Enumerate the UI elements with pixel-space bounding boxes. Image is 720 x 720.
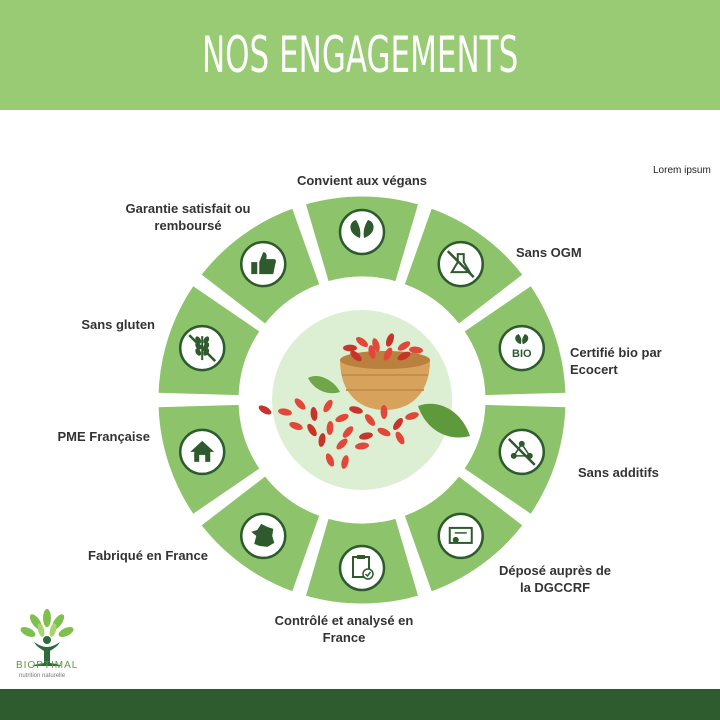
goji-berry (326, 421, 334, 435)
goji-berry (323, 399, 333, 413)
page-title: NOS ENGAGEMENTS (201, 26, 519, 84)
engagement-label: Convient aux végans (296, 173, 428, 188)
goji-berry (355, 442, 369, 450)
goji-berry (383, 347, 393, 361)
center-product-image (258, 310, 470, 490)
footer-bar (0, 689, 720, 720)
brand-name: BIOPTIMAL (16, 660, 79, 671)
gluten-free-wheat-icon (178, 324, 226, 372)
engagement-label: Sans gluten (81, 317, 155, 332)
engagement-label: Sans OGM (516, 245, 582, 260)
bio-leaf-icon: BIO (498, 324, 546, 372)
france-map-icon (240, 512, 287, 560)
title-banner: NOS ENGAGEMENTS (0, 0, 720, 110)
goji-berry (364, 414, 376, 426)
wooden-bowl (340, 360, 430, 410)
leaf-icon (338, 208, 386, 256)
goji-berry (385, 333, 395, 347)
goji-berry (342, 426, 354, 438)
house-icon (178, 428, 226, 476)
goji-berry (310, 407, 318, 421)
certificate-icon (437, 512, 484, 560)
goji-leaf (418, 403, 470, 438)
goji-berry (318, 433, 326, 447)
tree-logo-icon (20, 609, 74, 666)
goji-berry (258, 405, 272, 415)
goji-leaf (308, 375, 340, 394)
engagement-label: Sans additifs (578, 465, 659, 480)
goji-berry (341, 455, 349, 469)
goji-berry (289, 422, 303, 430)
goji-berry (377, 427, 391, 437)
goji-berry (359, 432, 373, 440)
goji-berry (409, 346, 423, 354)
checklist-icon (338, 544, 386, 592)
svg-text:BIO: BIO (512, 348, 532, 360)
no-gmo-flask-icon (437, 240, 484, 288)
no-additives-molecule-icon (498, 428, 546, 476)
placeholder-note: Lorem ipsum (653, 165, 711, 176)
goji-berry (393, 417, 403, 431)
goji-berry (395, 431, 405, 445)
goji-berry (325, 453, 335, 467)
goji-berry (307, 423, 317, 437)
goji-berry (335, 413, 349, 423)
goji-berry (356, 336, 368, 348)
thumbs-up-icon (240, 240, 287, 288)
goji-berry (368, 345, 376, 359)
goji-berry (278, 408, 292, 416)
goji-berry (350, 350, 362, 362)
goji-berry (343, 344, 357, 352)
goji-berry (349, 406, 363, 414)
goji-berry (397, 351, 411, 361)
engagement-label: Fabriqué en France (88, 548, 208, 563)
goji-berry (336, 438, 348, 450)
goji-berry (397, 341, 411, 351)
goji-berry (294, 398, 306, 410)
engagement-label: PME Française (57, 429, 151, 444)
goji-berry (405, 412, 419, 420)
brand-tagline: nutrition naturelle (19, 673, 66, 679)
goji-berry (380, 405, 388, 419)
